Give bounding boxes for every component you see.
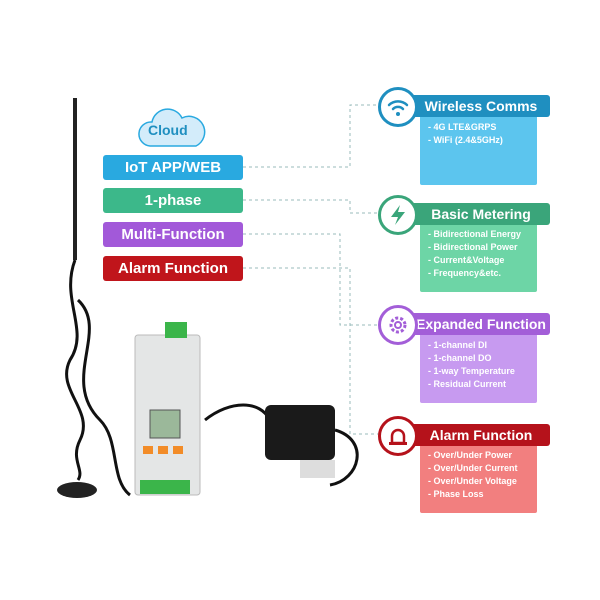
feature-item: 1-channel DI (428, 339, 537, 352)
feature-item: WiFi (2.4&5GHz) (428, 134, 537, 147)
feature-item: Phase Loss (428, 488, 537, 501)
current-transformer (204, 403, 359, 487)
alarm-function-body: Over/Under Power Over/Under Current Over… (420, 443, 537, 513)
feature-item: Over/Under Current (428, 462, 537, 475)
label-1-phase: 1-phase (103, 188, 243, 213)
cloud-label: Cloud (148, 122, 188, 138)
lightning-icon (378, 195, 418, 235)
gear-icon (378, 305, 418, 345)
feature-item: Current&Voltage (428, 254, 537, 267)
feature-item: 4G LTE&GRPS (428, 121, 537, 134)
feature-item: Residual Current (428, 378, 537, 391)
basic-metering-header: Basic Metering (398, 203, 550, 225)
basic-metering-body: Bidirectional Energy Bidirectional Power… (420, 222, 537, 292)
cloud-icon: Cloud (138, 108, 206, 148)
feature-item: Bidirectional Energy (428, 228, 537, 241)
feature-item: 1-channel DO (428, 352, 537, 365)
feature-item: Bidirectional Power (428, 241, 537, 254)
wireless-comms-body: 4G LTE&GRPS WiFi (2.4&5GHz) (420, 115, 537, 185)
alarm-function-header: Alarm Function (398, 424, 550, 446)
energy-meter (134, 322, 201, 496)
label-multi-function: Multi-Function (103, 222, 243, 247)
label-iot-app-web: IoT APP/WEB (103, 155, 243, 180)
siren-icon (378, 416, 418, 456)
expanded-function-header: Expanded Function (398, 313, 550, 335)
antenna (57, 98, 132, 498)
feature-item: Over/Under Power (428, 449, 537, 462)
feature-item: 1-way Temperature (428, 365, 537, 378)
feature-item: Over/Under Voltage (428, 475, 537, 488)
feature-item: Frequency&etc. (428, 267, 537, 280)
wifi-icon (378, 87, 418, 127)
wireless-comms-header: Wireless Comms (398, 95, 550, 117)
expanded-function-body: 1-channel DI 1-channel DO 1-way Temperat… (420, 333, 537, 403)
label-alarm-function: Alarm Function (103, 256, 243, 281)
